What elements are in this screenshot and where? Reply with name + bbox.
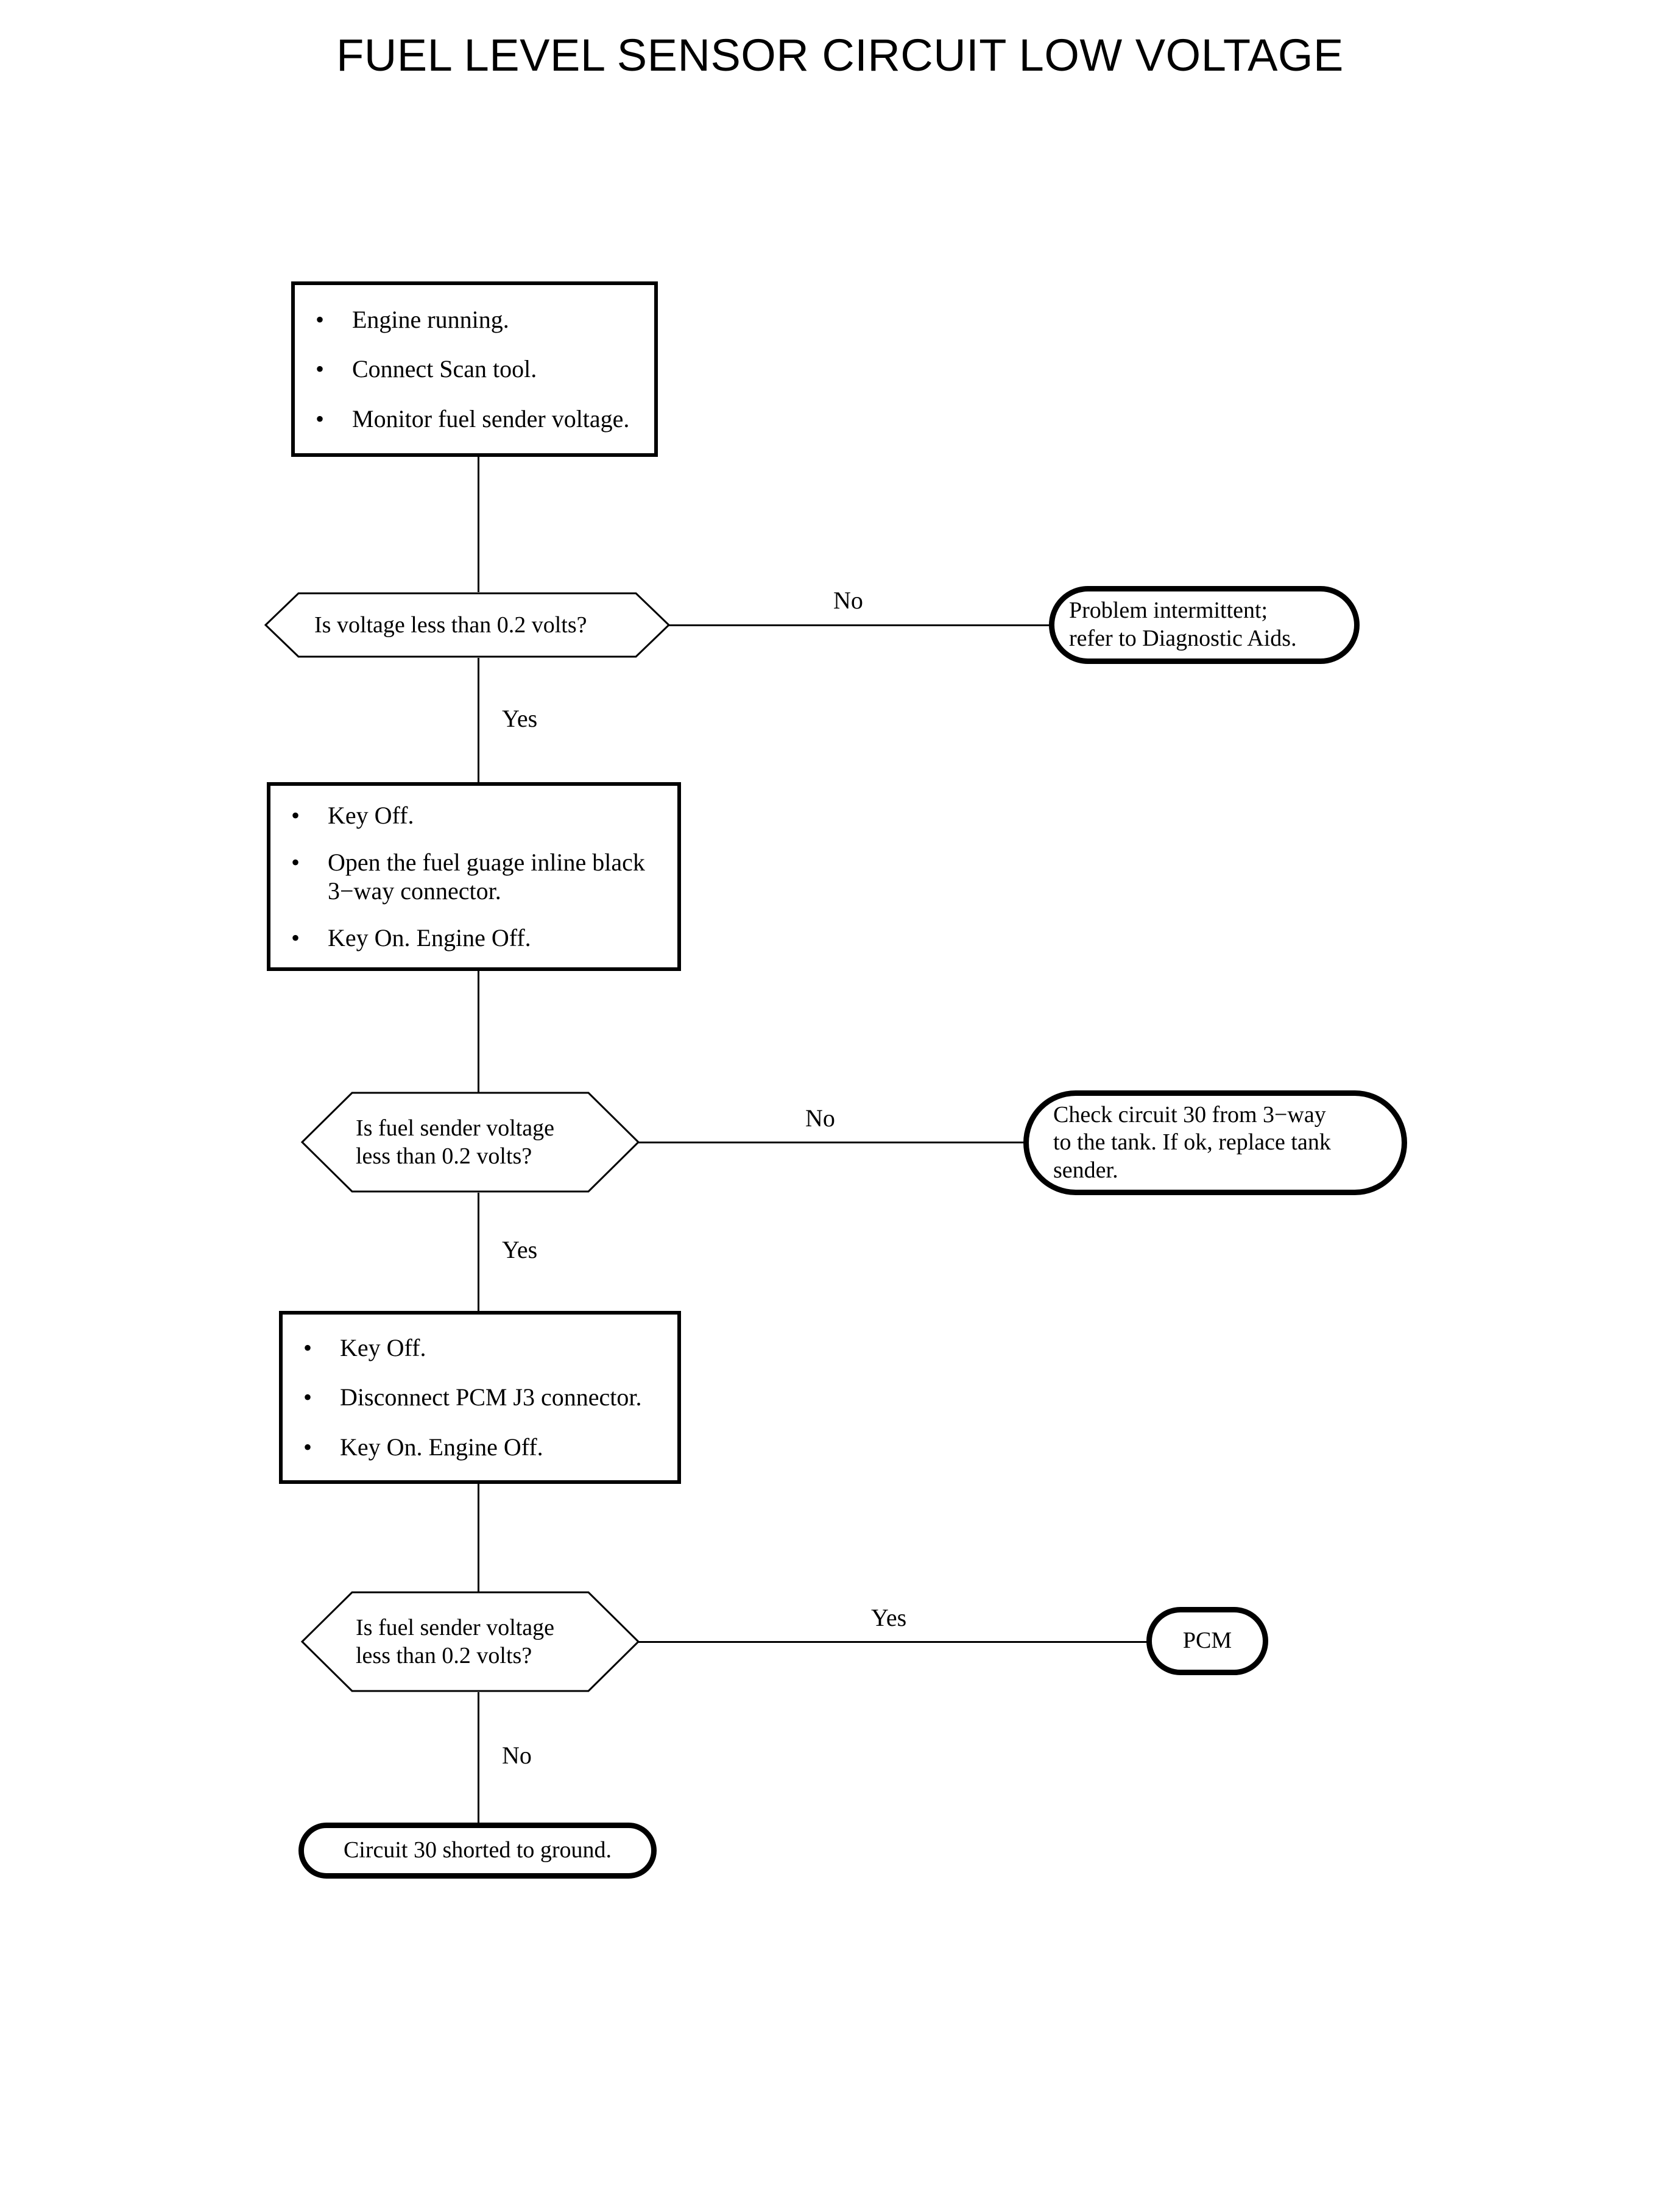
- list-item-label: Engine running.: [352, 306, 509, 334]
- page-title: FUEL LEVEL SENSOR CIRCUIT LOW VOLTAGE: [336, 30, 1344, 80]
- list-item: • Monitor fuel sender voltage.: [316, 404, 638, 433]
- list-item: • Open the fuel guage inline black 3−way…: [291, 848, 662, 905]
- bullet-icon: •: [316, 404, 325, 432]
- terminal-text: Check circuit 30 from 3−way to the tank.…: [1029, 1101, 1402, 1185]
- list-item-label: Connect Scan tool.: [352, 355, 537, 383]
- bullet-list-step1: • Engine running. • Connect Scan tool. •…: [295, 285, 654, 453]
- edge-label-decision2-no: No: [805, 1104, 835, 1132]
- decision-label-1: Is voltage less than 0.2 volts?: [314, 612, 587, 638]
- decision-hex-3: Is fuel sender voltage less than 0.2 vol…: [300, 1590, 641, 1693]
- bullet-icon: •: [303, 1433, 312, 1461]
- list-item-label: Key Off.: [340, 1334, 426, 1362]
- bullet-icon: •: [303, 1383, 312, 1411]
- bullet-list-step3: • Key Off. • Disconnect PCM J3 connector…: [283, 1315, 677, 1480]
- edge-label-decision2-yes: Yes: [502, 1236, 538, 1263]
- edge-label-decision1-yes: Yes: [502, 705, 538, 732]
- decision-hex-1: Is voltage less than 0.2 volts?: [263, 591, 671, 659]
- list-item: • Key Off.: [303, 1333, 662, 1362]
- list-item-label: Monitor fuel sender voltage.: [352, 404, 630, 432]
- list-item-label: Disconnect PCM J3 connector.: [340, 1383, 642, 1411]
- list-item: • Key Off.: [291, 801, 662, 830]
- terminal-circuit-30-shorted: Circuit 30 shorted to ground.: [298, 1823, 657, 1879]
- connector-decision2-no: [637, 1142, 1025, 1143]
- terminal-line: to the tank. If ok, replace tank: [1053, 1129, 1331, 1156]
- terminal-line: refer to Diagnostic Aids.: [1069, 626, 1297, 651]
- terminal-text: Problem intermittent; refer to Diagnosti…: [1054, 597, 1354, 652]
- connector-step1-to-decision1: [478, 457, 479, 592]
- bullet-icon: •: [291, 848, 300, 876]
- list-item-label: Key On. Engine Off.: [340, 1433, 543, 1461]
- terminal-line: Check circuit 30 from 3−way: [1053, 1101, 1326, 1128]
- bullet-icon: •: [316, 355, 325, 383]
- terminal-problem-intermittent: Problem intermittent; refer to Diagnosti…: [1049, 586, 1360, 664]
- bullet-icon: •: [291, 801, 300, 829]
- decision-label-line: Is fuel sender voltage: [356, 1615, 555, 1640]
- decision-label-3: Is fuel sender voltage less than 0.2 vol…: [356, 1614, 599, 1670]
- list-item: • Disconnect PCM J3 connector.: [303, 1383, 662, 1411]
- connector-decision1-no: [669, 624, 1050, 626]
- terminal-text: Circuit 30 shorted to ground.: [343, 1837, 612, 1863]
- list-item-label: Open the fuel guage inline black 3−way c…: [328, 848, 645, 905]
- list-item: • Engine running.: [316, 305, 638, 334]
- terminal-pcm: PCM: [1146, 1607, 1268, 1675]
- list-item: • Key On. Engine Off.: [291, 923, 662, 952]
- decision-label-line: less than 0.2 volts?: [356, 1143, 532, 1169]
- terminal-line: Problem intermittent;: [1069, 598, 1268, 624]
- edge-label-decision1-no: No: [833, 587, 863, 614]
- connector-step3-to-decision3: [478, 1484, 479, 1600]
- terminal-line: sender.: [1053, 1157, 1118, 1183]
- decision-label-line: less than 0.2 volts?: [356, 1642, 532, 1668]
- decision-hex-2: Is fuel sender voltage less than 0.2 vol…: [300, 1090, 641, 1194]
- list-item-label: Key On. Engine Off.: [328, 924, 531, 952]
- connector-decision3-no: [478, 1692, 479, 1826]
- terminal-check-circuit-30: Check circuit 30 from 3−way to the tank.…: [1023, 1090, 1407, 1195]
- connector-decision3-yes: [637, 1641, 1148, 1643]
- process-box-step3: • Key Off. • Disconnect PCM J3 connector…: [279, 1311, 681, 1484]
- connector-step2-to-decision2: [478, 971, 479, 1101]
- list-item: • Key On. Engine Off.: [303, 1433, 662, 1461]
- connector-decision2-yes: [478, 1193, 479, 1311]
- process-box-step2: • Key Off. • Open the fuel guage inline …: [267, 782, 681, 971]
- terminal-text: PCM: [1182, 1628, 1232, 1654]
- edge-label-decision3-no: No: [502, 1742, 532, 1769]
- list-item-label: Key Off.: [328, 801, 414, 829]
- list-item: • Connect Scan tool.: [316, 355, 638, 383]
- decision-label-2: Is fuel sender voltage less than 0.2 vol…: [356, 1115, 599, 1170]
- bullet-icon: •: [291, 924, 300, 952]
- bullet-list-step2: • Key Off. • Open the fuel guage inline …: [270, 786, 677, 967]
- decision-label-line: Is fuel sender voltage: [356, 1115, 555, 1141]
- connector-decision1-yes: [478, 658, 479, 782]
- process-box-step1: • Engine running. • Connect Scan tool. •…: [291, 281, 658, 457]
- edge-label-decision3-yes: Yes: [871, 1604, 907, 1631]
- bullet-icon: •: [303, 1334, 312, 1362]
- bullet-icon: •: [316, 306, 325, 334]
